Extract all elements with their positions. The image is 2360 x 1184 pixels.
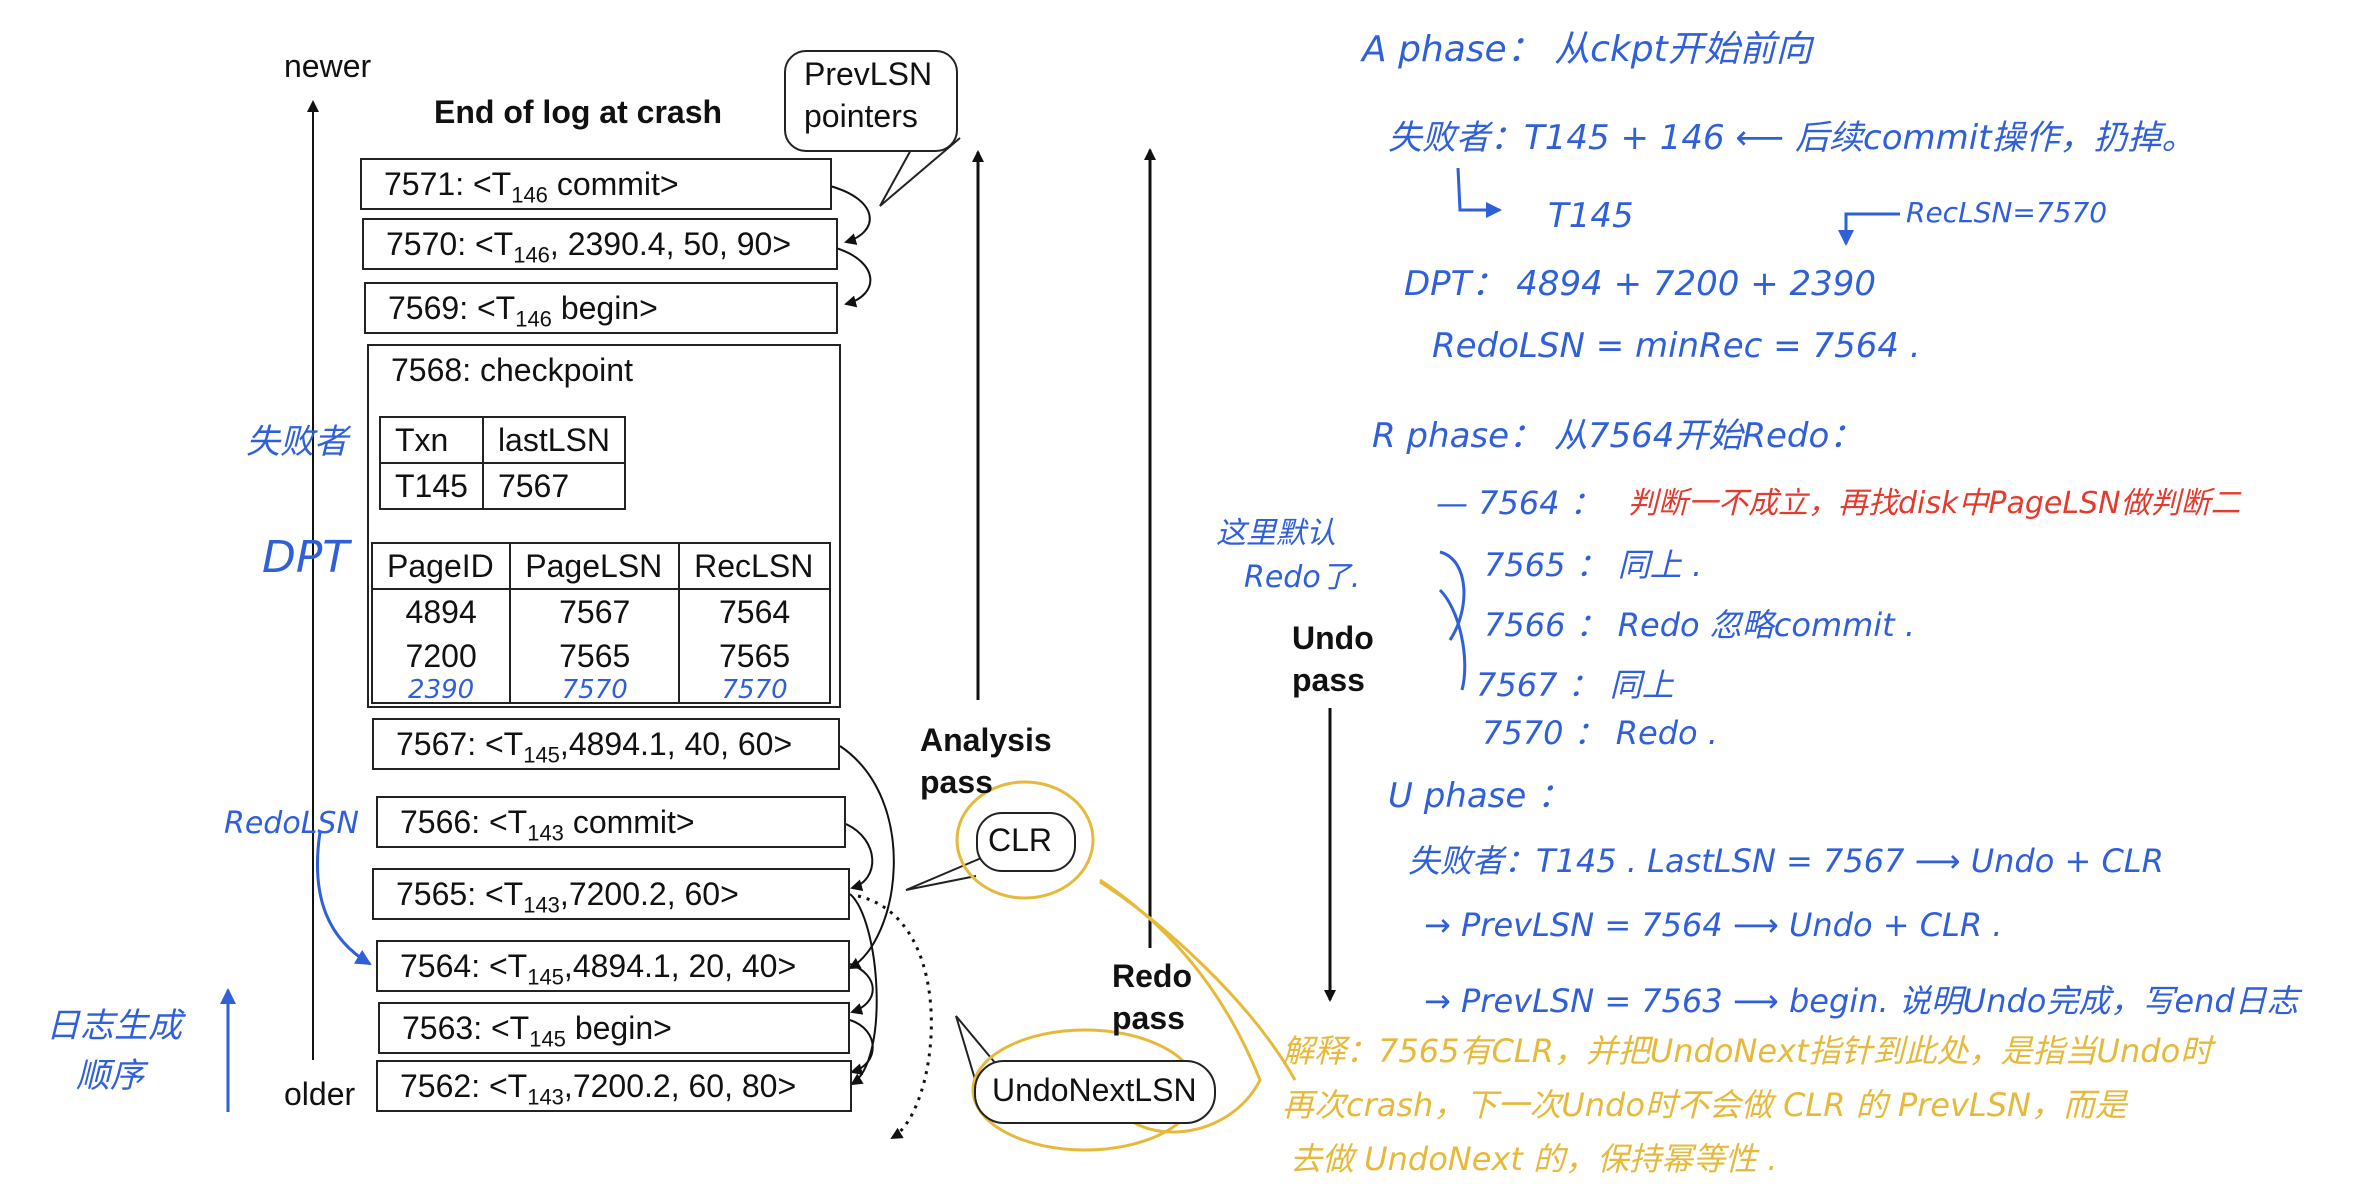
- note-explain-1: 解释：7565有CLR，并把UndoNext指针到此处，是指当Undo时: [1282, 1032, 2213, 1070]
- log-record-7566: 7566: <T143 commit>: [376, 796, 846, 848]
- prevlsn-pointer-7563: [849, 1019, 874, 1076]
- log-record-7569: 7569: <T146 begin>: [364, 282, 838, 334]
- prevlsn-pointer-7566: [845, 823, 874, 892]
- note-dpt: DPT: [262, 532, 350, 583]
- note-side-2: Redo了.: [1244, 560, 1361, 595]
- dpt-cell: 7200: [370, 634, 512, 678]
- pagelsn-header: PageLSN: [509, 542, 681, 590]
- log-record-7570: 7570: <T146, 2390.4, 50, 90>: [362, 218, 838, 270]
- redo-pass-label-2: pass: [1112, 1000, 1185, 1036]
- undonext-bubble: UndoNextLSN: [974, 1060, 1216, 1124]
- note-log-order-1: 日志生成: [46, 1006, 182, 1046]
- note-explain-2: 再次crash，下一次Undo时不会做 CLR 的 PrevLSN，而是: [1282, 1086, 2127, 1124]
- redo-pass-label-1: Redo: [1112, 958, 1192, 994]
- redo-bracket: [1438, 550, 1467, 691]
- note-explain-3: 去做 UndoNext 的，保持幂等性 .: [1290, 1140, 1778, 1178]
- clr-highlight: [955, 780, 1095, 900]
- txn-table: Txn lastLSN T145 7567: [379, 416, 626, 510]
- note-a-t145: T145: [1548, 196, 1634, 236]
- log-record-7571: 7571: <T146 commit>: [360, 158, 832, 210]
- note-failed-txn: 失败者: [246, 422, 348, 462]
- dpt-hand-cell: 7570: [678, 677, 831, 704]
- note-r-7564-a: — 7564 ：: [1436, 484, 1602, 522]
- undonext-label: UndoNextLSN: [992, 1072, 1197, 1108]
- note-r-phase: R phase： 从7564开始Redo：: [1372, 416, 1864, 456]
- note-side-1: 这里默认: [1216, 516, 1336, 551]
- pageid-header: PageID: [370, 542, 512, 590]
- log-record-7562: 7562: <T143,7200.2, 60, 80>: [376, 1060, 852, 1112]
- log-record-7564: 7564: <T145,4894.1, 20, 40>: [376, 940, 850, 992]
- note-redolsn: RedoLSN: [224, 806, 359, 841]
- note-a-failed: 失败者：T145 + 146 ⟵ 后续commit操作，扔掉。: [1388, 118, 2196, 158]
- checkpoint-title: 7568: checkpoint: [391, 352, 633, 388]
- log-record-7563: 7563: <T145 begin>: [378, 1002, 850, 1054]
- analysis-pass-label-1: Analysis: [920, 722, 1052, 758]
- a-phase-hook: [1456, 167, 1502, 218]
- note-log-order-2: 顺序: [76, 1056, 144, 1096]
- note-r-7566: 7566 ： Redo 忽略commit .: [1484, 606, 1916, 644]
- dpt-cell: 4894: [370, 588, 512, 634]
- clr-bubble: CLR: [976, 812, 1076, 872]
- txn-cell: T145: [379, 462, 484, 510]
- prevlsn-bubble-tail: [879, 137, 961, 207]
- dpt-cell: 7565: [509, 634, 681, 678]
- dpt-cell: 7565: [678, 634, 831, 678]
- note-a-dpt: DPT： 4894 + 7200 + 2390: [1404, 264, 1877, 304]
- dpt-cell: 7564: [678, 588, 831, 634]
- lastlsn-cell: 7567: [481, 462, 626, 510]
- reclsn-arrow: [1838, 212, 1900, 246]
- note-r-7570: 7570 ： Redo .: [1482, 714, 1718, 752]
- txn-header: Txn: [379, 416, 484, 464]
- axis-older-label: older: [284, 1076, 356, 1112]
- dpt-hand-cell: 7570: [509, 677, 681, 704]
- clr-label: CLR: [988, 822, 1053, 858]
- yellow-pointer: [1099, 880, 1297, 1081]
- dpt-table: PageID PageLSN RecLSN 4894 7567 7564 720…: [370, 542, 831, 704]
- note-r-7564-b: 判断一不成立，再找disk中PageLSN做判断二: [1628, 486, 2241, 521]
- analysis-pass-label-2: pass: [920, 764, 993, 800]
- note-u-failed: 失败者：T145 . LastLSN = 7567 ⟶ Undo + CLR: [1408, 842, 2164, 880]
- prevlsn-pointer-7570: [835, 247, 872, 308]
- end-of-log-title: End of log at crash: [434, 94, 723, 130]
- log-record-7567: 7567: <T145,4894.1, 40, 60>: [372, 718, 840, 770]
- note-u-prev2: → PrevLSN = 7563 ⟶ begin. 说明Undo完成，写end日…: [1424, 982, 2299, 1020]
- reclsn-header: RecLSN: [678, 542, 831, 590]
- note-u-phase: U phase ：: [1388, 776, 1572, 816]
- prevlsn-pointer-7564: [849, 963, 874, 1015]
- note-u-prev1: → PrevLSN = 7564 ⟶ Undo + CLR .: [1424, 906, 2003, 944]
- axis-newer-label: newer: [284, 48, 372, 84]
- prevlsn-bubble: PrevLSN pointers: [784, 50, 958, 152]
- lastlsn-header: lastLSN: [481, 416, 626, 464]
- note-r-7567: 7567 ： 同上: [1476, 666, 1674, 704]
- dpt-hand-cell: 2390: [370, 677, 512, 704]
- dpt-cell: 7567: [509, 588, 681, 634]
- prevlsn-pointer-7565: [849, 893, 878, 1086]
- prevlsn-pointer-7567: [839, 745, 895, 969]
- prevlsn-bubble-line1: PrevLSN: [804, 56, 933, 92]
- note-r-7565: 7565 ： 同上 .: [1484, 546, 1703, 584]
- clr-bubble-tail: [905, 855, 987, 891]
- checkpoint-record: 7568: checkpoint Txn lastLSN T145 7567 P…: [367, 344, 841, 708]
- undo-pass-label-1: Undo: [1292, 620, 1374, 656]
- note-a-redolsn: RedoLSN = minRec = 7564 .: [1432, 326, 1921, 366]
- prevlsn-pointer-7571: [829, 185, 871, 245]
- prevlsn-bubble-line2: pointers: [804, 98, 918, 134]
- note-a-phase: A phase： 从ckpt开始前向: [1362, 29, 1812, 70]
- note-a-reclsn: RecLSN=7570: [1906, 196, 2108, 229]
- undonext-pointer: [857, 894, 933, 1140]
- log-record-7565: 7565: <T143,7200.2, 60>: [372, 868, 850, 920]
- undo-pass-label-2: pass: [1292, 662, 1365, 698]
- redolsn-arrow-mark: [315, 831, 372, 966]
